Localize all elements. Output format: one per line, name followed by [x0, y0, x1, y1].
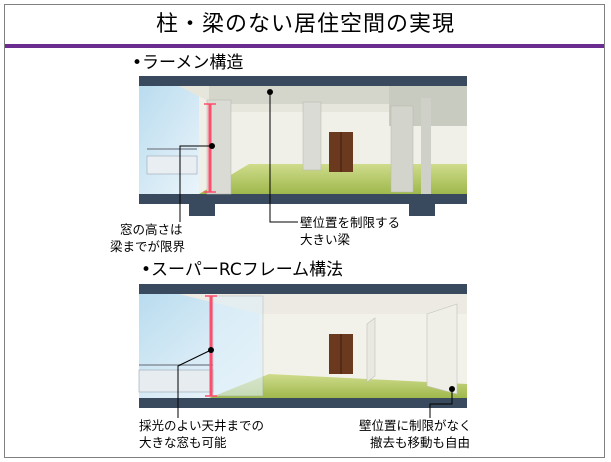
label-free-wall-line2: 撤去も移動も自由 [370, 435, 471, 450]
slide-title: 柱・梁のない居住空間の実現 [155, 12, 455, 37]
rahmen-structure-illustration [139, 76, 467, 216]
label-large-window-line1: 採光のよい天井までの [139, 418, 265, 433]
label-window-height-line2: 梁までが限界 [110, 239, 186, 254]
label-large-window-line2: 大きな窓も可能 [139, 435, 227, 450]
label-beam-line2: 大きい梁 [300, 232, 351, 247]
slide-frame [4, 4, 605, 458]
section-heading-super-rc: •スーパーRCフレーム構法 [141, 260, 344, 280]
label-window-height-line1: 窓の高さは [120, 222, 183, 237]
title-underline [5, 44, 604, 48]
super-rc-frame-illustration [138, 284, 467, 408]
label-free-wall-line1: 壁位置に制限がなく [359, 418, 472, 433]
label-beam-line1: 壁位置を制限する [300, 215, 401, 230]
section-heading-rahmen: •ラーメン構造 [132, 53, 244, 73]
